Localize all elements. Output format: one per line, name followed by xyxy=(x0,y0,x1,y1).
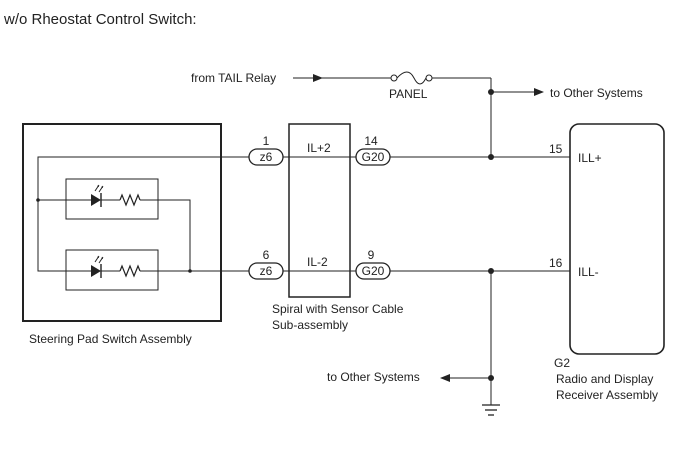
connector-z6-bottom-label: z6 xyxy=(260,264,273,278)
splice-dot-icon xyxy=(188,269,192,273)
connector-g20-bottom-label: G20 xyxy=(362,264,385,278)
resistor-icon xyxy=(119,264,141,278)
radio-name-line1: Radio and Display xyxy=(556,372,653,386)
spiral-name-line2: Sub-assembly xyxy=(272,318,348,332)
radio-pin-top-label: ILL+ xyxy=(578,151,602,165)
g2-pin-bottom: 16 xyxy=(549,256,563,270)
spiral-pin-bottom-label: IL-2 xyxy=(307,255,328,269)
fuse-icon xyxy=(390,71,433,85)
connector-g20-top: G20 14 xyxy=(355,134,391,166)
connector-z6-top-pin: 1 xyxy=(263,134,270,148)
illumination-unit-2 xyxy=(65,249,159,291)
to-other-systems-bottom-label: to Other Systems xyxy=(327,370,420,384)
connector-g20-top-pin: 14 xyxy=(364,134,378,148)
resistor-icon xyxy=(119,193,141,207)
ground-icon xyxy=(482,404,500,416)
pad-internal-return xyxy=(158,199,191,271)
from-tail-relay-label: from TAIL Relay xyxy=(191,71,276,85)
connector-z6-bottom-pin: 6 xyxy=(263,248,270,262)
g2-pin-top: 15 xyxy=(549,142,563,156)
spiral-box xyxy=(288,123,351,298)
radio-code-label: G2 xyxy=(554,356,570,370)
pad-internal-wire-top xyxy=(37,156,249,272)
to-other-systems-top-label: to Other Systems xyxy=(550,86,643,100)
radio-pin-bottom-label: ILL- xyxy=(578,265,599,279)
connector-z6-top-label: z6 xyxy=(260,150,273,164)
radio-name-line2: Receiver Assembly xyxy=(556,388,658,402)
connector-g20-top-label: G20 xyxy=(362,150,385,164)
diagram-title: w/o Rheostat Control Switch: xyxy=(3,11,197,28)
splice-dot-icon xyxy=(36,198,40,202)
panel-fuse-label: PANEL xyxy=(389,87,428,101)
illumination-unit-1 xyxy=(65,178,159,220)
steering-pad-box xyxy=(22,123,222,322)
connector-g20-bottom: G20 9 xyxy=(355,248,391,280)
steering-pad-label: Steering Pad Switch Assembly xyxy=(29,332,192,346)
connector-z6-top: z6 1 xyxy=(248,134,284,166)
radio-box xyxy=(569,123,665,355)
spiral-pin-top-label: IL+2 xyxy=(307,141,331,155)
connector-g20-bottom-pin: 9 xyxy=(368,248,375,262)
spiral-name-line1: Spiral with Sensor Cable xyxy=(272,302,404,316)
connector-z6-bottom: z6 6 xyxy=(248,248,284,280)
